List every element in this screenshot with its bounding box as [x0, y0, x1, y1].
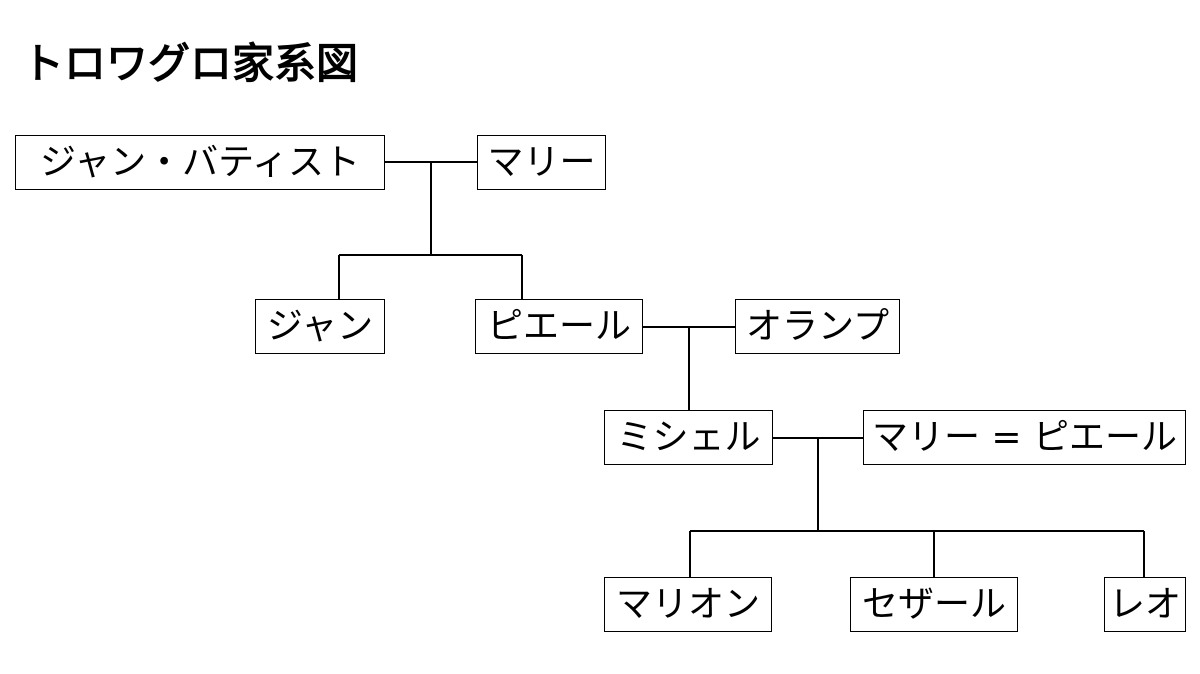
page-title: トロワグロ家系図 [22, 39, 359, 88]
person-box-pierre: ピエール [475, 299, 643, 354]
person-box-jean-baptiste: ジャン・バティスト [15, 135, 385, 190]
person-name: ジャン [266, 305, 374, 347]
person-box-jean: ジャン [255, 299, 385, 354]
person-name: レオ [1108, 583, 1181, 625]
person-name: オランプ [746, 305, 889, 347]
person-box-leo: レオ [1104, 577, 1186, 632]
person-name: ジャン・バティスト [39, 141, 361, 183]
person-name: ミシェル [616, 416, 761, 458]
person-box-michel: ミシェル [604, 410, 773, 465]
person-box-marie-pierre: マリー = ピエール [863, 410, 1186, 465]
person-box-marion: マリオン [604, 577, 772, 632]
person-name: マリオン [615, 583, 760, 625]
person-name: セザール [861, 583, 1006, 625]
person-box-olympe: オランプ [735, 299, 900, 354]
person-box-cesar: セザール [850, 577, 1018, 632]
person-name: マリー = ピエール [871, 416, 1178, 458]
person-box-marie: マリー [477, 135, 606, 190]
person-name: ピエール [486, 305, 631, 347]
person-name: マリー [487, 141, 596, 183]
